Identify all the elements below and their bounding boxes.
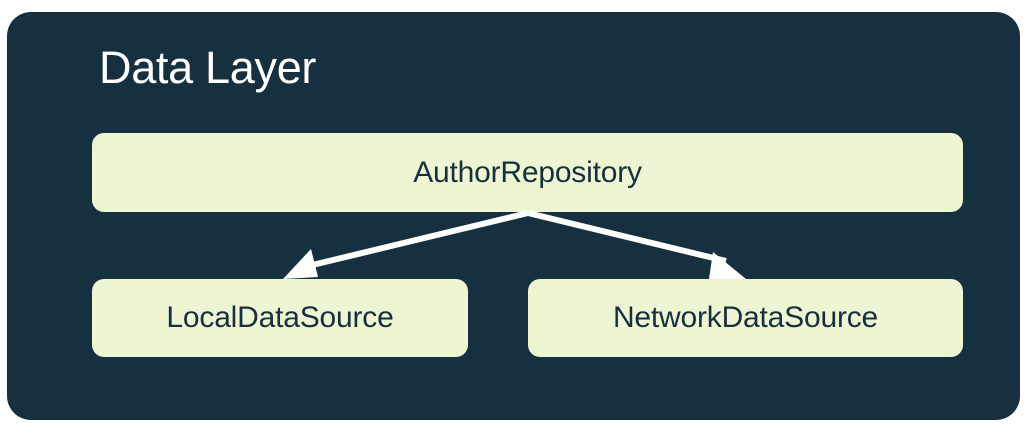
node-label-network-data-source: NetworkDataSource (612, 301, 879, 334)
node-author-repository[interactable]: AuthorRepository (92, 133, 963, 212)
data-layer-container: Data Layer (7, 12, 1020, 420)
page-title: Data Layer (99, 42, 317, 93)
node-label-author-repository: AuthorRepository (413, 155, 642, 189)
node-local-data-source[interactable]: LocalDataSource (92, 279, 468, 357)
node-network-data-source[interactable]: NetworkDataSource (528, 279, 963, 357)
node-label-local-data-source: LocalDataSource (166, 301, 394, 334)
